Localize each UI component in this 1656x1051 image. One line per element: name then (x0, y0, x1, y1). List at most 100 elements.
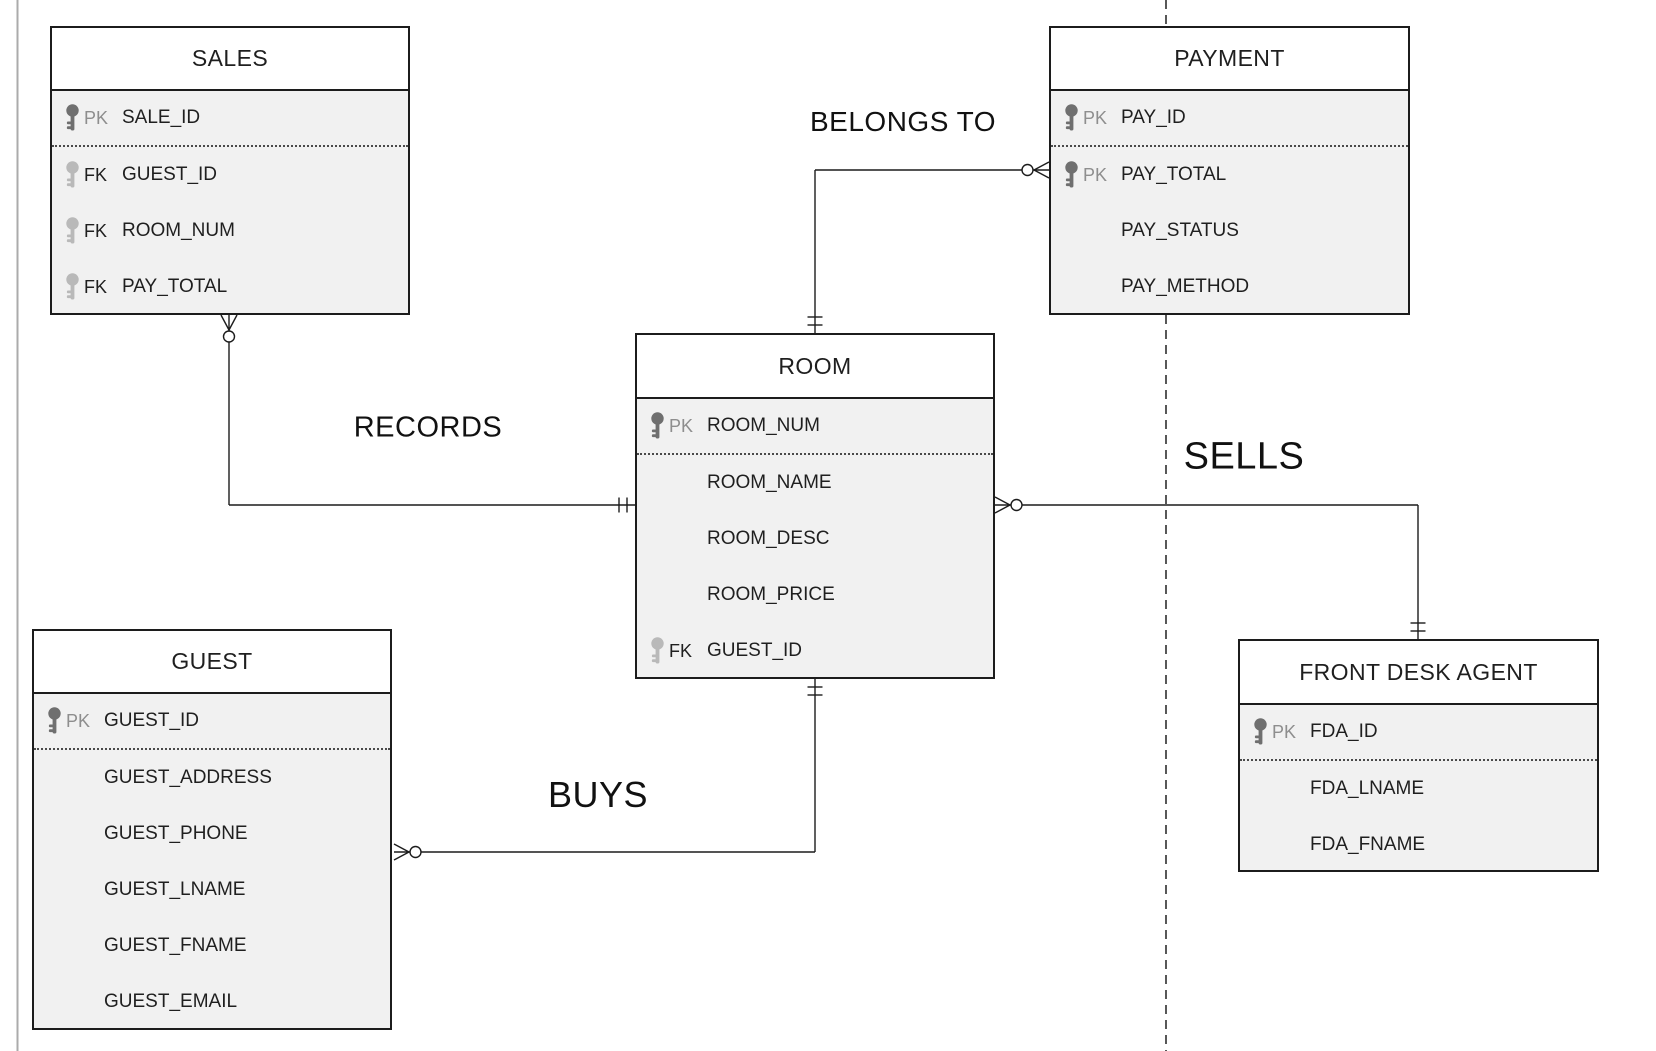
entity-title: PAYMENT (1051, 28, 1408, 91)
key-type-label: FK (84, 220, 108, 241)
relationship-buys[interactable] (393, 679, 823, 861)
field-row[interactable]: FK GUEST_ID (637, 623, 993, 677)
entity-field-list: PK ROOM_NUM ROOM_NAME ROOM_DESC ROOM_PRICE FK… (637, 399, 993, 677)
field-row[interactable]: FDA_FNAME (1240, 817, 1597, 870)
key-icon-graphic (66, 217, 79, 244)
key-slot-empty (649, 455, 669, 511)
field-name: ROOM_PRICE (707, 584, 835, 605)
field-row[interactable]: PK SALE_ID (52, 91, 408, 147)
field-name: GUEST_ADDRESS (104, 767, 272, 788)
primary-key-icon (1252, 705, 1272, 759)
key-type-label: FK (669, 640, 693, 661)
field-row[interactable]: FK ROOM_NUM (52, 203, 408, 259)
key-type-label: FK (84, 276, 108, 297)
field-name: GUEST_ID (707, 640, 803, 661)
foreign-key-icon (64, 147, 84, 203)
primary-key-icon (1063, 91, 1083, 145)
primary-key-icon (1063, 147, 1083, 203)
primary-key-icon (64, 91, 84, 145)
field-name: ROOM_DESC (707, 528, 830, 549)
primary-key-icon (649, 399, 669, 453)
entity-title: GUEST (34, 631, 390, 694)
field-row[interactable]: PAY_STATUS (1051, 203, 1408, 259)
key-type-label: PK (1083, 107, 1108, 128)
key-slot-empty (46, 974, 66, 1028)
field-name: SALE_ID (122, 107, 201, 128)
field-name: GUEST_FNAME (104, 935, 247, 956)
key-slot-empty (649, 567, 669, 623)
key-icon-graphic (1065, 161, 1078, 188)
field-row[interactable]: PAY_METHOD (1051, 259, 1408, 313)
field-row[interactable]: PK ROOM_NUM (637, 399, 993, 455)
field-name: GUEST_EMAIL (104, 991, 238, 1012)
primary-key-icon (46, 694, 66, 748)
field-row[interactable]: GUEST_LNAME (34, 862, 390, 918)
key-icon-graphic (66, 273, 79, 300)
field-row[interactable]: GUEST_PHONE (34, 806, 390, 862)
key-icon-graphic (651, 412, 664, 439)
key-slot-empty (46, 862, 66, 918)
entity-title: FRONT DESK AGENT (1240, 641, 1597, 705)
key-icon-graphic (66, 104, 79, 131)
field-name: FDA_FNAME (1310, 834, 1426, 855)
key-slot-empty (1252, 817, 1272, 870)
foreign-key-icon (64, 259, 84, 313)
key-icon-graphic (66, 161, 79, 188)
field-name: PAY_ID (1121, 107, 1186, 128)
entity-title: ROOM (637, 335, 993, 399)
field-name: GUEST_ID (122, 164, 218, 185)
field-row[interactable]: ROOM_PRICE (637, 567, 993, 623)
relationship-sells[interactable] (994, 496, 1426, 639)
field-row[interactable]: FDA_LNAME (1240, 761, 1597, 817)
key-slot-empty (1063, 259, 1083, 313)
relationship-records[interactable] (220, 314, 635, 513)
key-type-label: PK (84, 107, 109, 128)
field-name: ROOM_NUM (707, 415, 820, 436)
relationship-label[interactable]: SELLS (1183, 435, 1305, 478)
field-row[interactable]: GUEST_FNAME (34, 918, 390, 974)
relationship-belongs-to[interactable] (807, 161, 1050, 333)
key-type-label: PK (1083, 164, 1108, 185)
field-row[interactable]: PK PAY_TOTAL (1051, 147, 1408, 203)
relationship-label[interactable]: BUYS (547, 774, 649, 815)
field-name: PAY_METHOD (1121, 276, 1250, 297)
entity-room[interactable]: ROOM PK ROOM_NUM ROOM_NAME ROOM_DESC ROOM_PRI… (635, 333, 995, 679)
foreign-key-icon (649, 623, 669, 677)
key-icon-graphic (1254, 718, 1267, 745)
field-row[interactable]: ROOM_DESC (637, 511, 993, 567)
key-type-label: PK (669, 415, 694, 436)
entity-payment[interactable]: PAYMENT PK PAY_ID PK PAY_TOTAL PAY_STATUS PAY_… (1049, 26, 1410, 315)
field-row[interactable]: PK PAY_ID (1051, 91, 1408, 147)
field-row[interactable]: GUEST_EMAIL (34, 974, 390, 1028)
field-name: PAY_STATUS (1121, 220, 1239, 241)
relationship-label[interactable]: BELONGS TO (809, 106, 997, 137)
entity-title: SALES (52, 28, 408, 91)
field-row[interactable]: GUEST_ADDRESS (34, 750, 390, 806)
entity-field-list: PK PAY_ID PK PAY_TOTAL PAY_STATUS PAY_METHOD (1051, 91, 1408, 313)
field-name: ROOM_NUM (122, 220, 235, 241)
field-name: ROOM_NAME (707, 472, 832, 493)
key-slot-empty (46, 750, 66, 806)
key-slot-empty (1252, 761, 1272, 817)
key-icon-graphic (651, 637, 664, 664)
field-name: GUEST_LNAME (104, 879, 246, 900)
foreign-key-icon (64, 203, 84, 259)
field-name: FDA_LNAME (1310, 778, 1425, 799)
key-icon-graphic (48, 707, 61, 734)
relationship-label[interactable]: RECORDS (353, 411, 503, 444)
field-row[interactable]: ROOM_NAME (637, 455, 993, 511)
field-name: GUEST_PHONE (104, 823, 248, 844)
field-row[interactable]: FK GUEST_ID (52, 147, 408, 203)
field-name: PAY_TOTAL (1121, 164, 1227, 185)
key-type-label: FK (84, 164, 108, 185)
